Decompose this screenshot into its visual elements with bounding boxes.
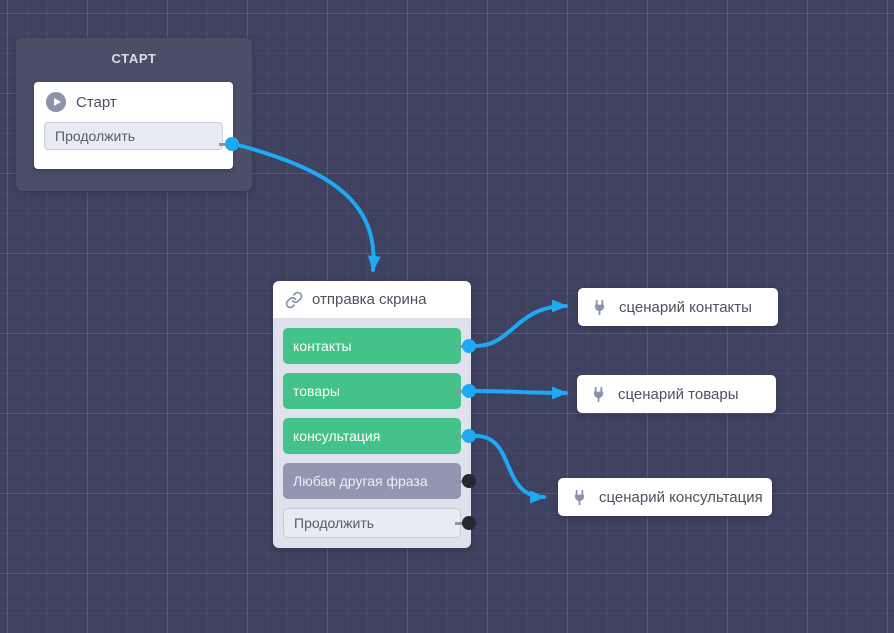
play-icon <box>46 92 66 112</box>
start-trigger-label: Старт <box>76 93 117 111</box>
scenario-node-header[interactable]: отправка скрина <box>273 281 471 318</box>
edge-start-to-scenario[interactable] <box>236 143 381 272</box>
target-node-label: сценарий консультация <box>599 488 763 506</box>
output-port-any-phrase[interactable] <box>462 474 476 488</box>
output-port-start[interactable] <box>225 137 239 151</box>
start-card: Старт Продолжить <box>34 82 233 169</box>
edge-konsultaciya[interactable] <box>474 434 546 504</box>
target-node-kontakty[interactable]: сценарий контакты <box>578 288 778 326</box>
target-node-konsultaciya[interactable]: сценарий консультация <box>558 478 772 516</box>
target-node-tovary[interactable]: сценарий товары <box>577 375 776 413</box>
edge-tovary[interactable] <box>474 386 568 400</box>
start-node-title: СТАРТ <box>111 51 157 66</box>
scenario-node-body: контакты товары консультация Любая друга… <box>273 318 471 548</box>
target-node-label: сценарий товары <box>618 385 739 403</box>
plug-icon <box>593 386 604 402</box>
output-port-kontakty[interactable] <box>462 339 476 353</box>
keyword-button-konsultaciya[interactable]: консультация <box>283 418 461 454</box>
output-port-konsultaciya[interactable] <box>462 429 476 443</box>
start-trigger-row: Старт <box>34 82 233 120</box>
output-port-continue[interactable] <box>462 516 476 530</box>
start-node[interactable]: СТАРТ Старт Продолжить <box>16 38 252 191</box>
scenario-node-title: отправка скрина <box>312 291 427 308</box>
continue-button[interactable]: Продолжить <box>283 508 461 538</box>
keyword-button-any-phrase[interactable]: Любая другая фраза <box>283 463 461 499</box>
link-icon <box>285 291 303 308</box>
scenario-node[interactable]: отправка скрина контакты товары консульт… <box>273 281 471 548</box>
edge-kontakty[interactable] <box>474 299 568 348</box>
plug-icon <box>574 489 585 505</box>
target-node-label: сценарий контакты <box>619 298 752 316</box>
plug-icon <box>594 299 605 315</box>
keyword-button-kontakty[interactable]: контакты <box>283 328 461 364</box>
output-port-tovary[interactable] <box>462 384 476 398</box>
start-continue-button[interactable]: Продолжить <box>44 122 223 150</box>
keyword-button-tovary[interactable]: товары <box>283 373 461 409</box>
